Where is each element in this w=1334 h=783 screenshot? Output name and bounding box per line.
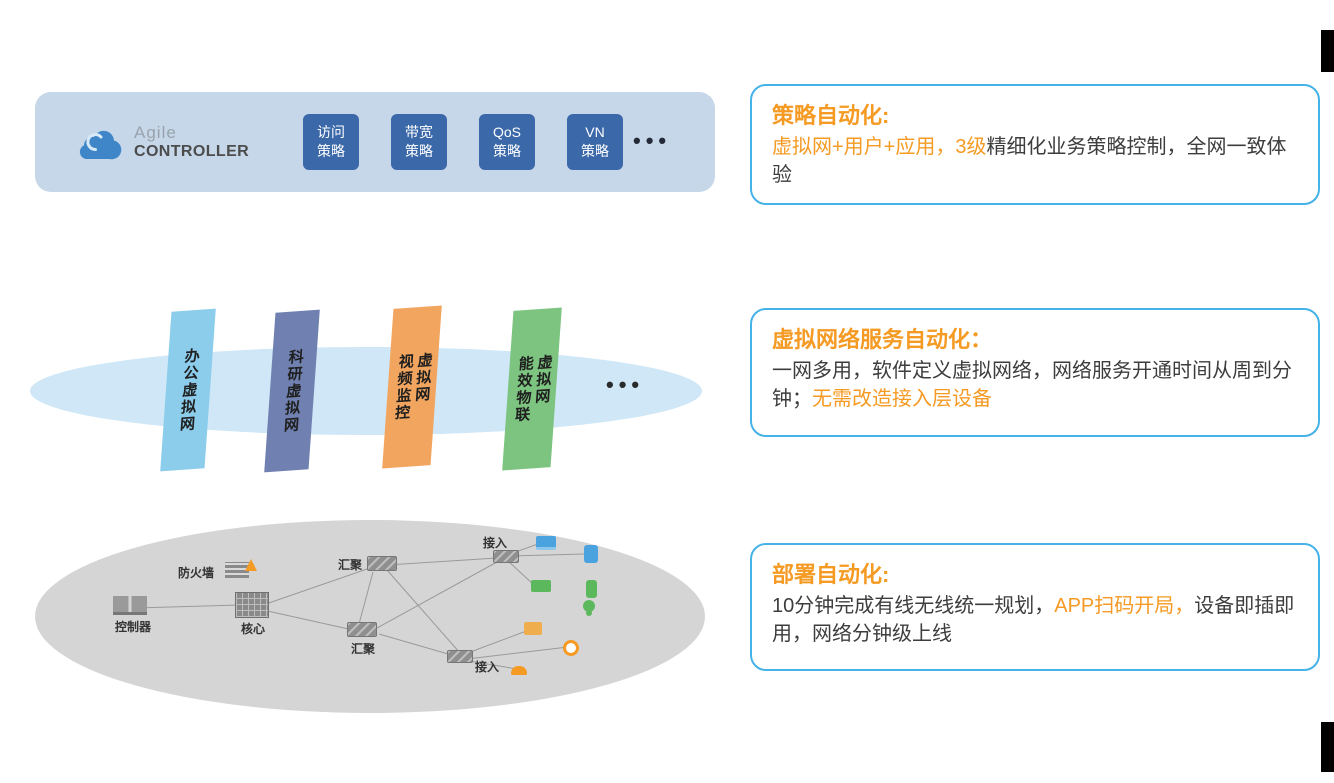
vn-panel-label: 科研虚拟网 <box>280 347 305 434</box>
chip-line: QoS <box>492 124 521 141</box>
controller-icon <box>113 596 147 615</box>
firewall-icon <box>225 559 257 578</box>
vn-label-column: 虚拟网 <box>412 351 434 404</box>
callout-deployment-automation: 部署自动化: 10分钟完成有线无线统一规划，APP扫码开局，设备即插即用，网络分… <box>750 543 1320 671</box>
chip-line: 策略 <box>493 143 521 159</box>
ring-device-icon <box>563 640 579 656</box>
chip-line: 策略 <box>317 143 345 159</box>
chip-line: VN <box>585 124 605 141</box>
switch-icon <box>367 556 397 571</box>
controller-label: 控制器 <box>115 620 152 634</box>
vn-ellipsis: ••• <box>606 372 645 397</box>
callout-title: 虚拟网络服务自动化： <box>772 327 993 352</box>
agg-top-label: 汇聚 <box>338 558 363 572</box>
callout-body: 虚拟网+用户+应用，3级精细化业务策略控制，全网一致体验 <box>772 133 1298 190</box>
tablet-icon <box>584 545 598 563</box>
policy-chip-vn: VN 策略 <box>567 114 623 170</box>
core-label: 核心 <box>241 622 266 636</box>
body-text: 设备即插即用，网络分钟级上线 <box>772 595 1295 646</box>
callout-policy-automation: 策略自动化: 虚拟网+用户+应用，3级精细化业务策略控制，全网一致体验 <box>750 84 1320 205</box>
policy-chip-row: 访问 策略 带宽 策略 QoS 策略 VN 策略 <box>303 114 623 170</box>
switch-icon <box>493 550 519 563</box>
virtual-network-ellipse <box>30 347 702 435</box>
vn-panel-label: 能效物联 虚拟网 <box>511 353 554 424</box>
laptop-icon <box>536 536 556 550</box>
access-top-label: 接入 <box>483 536 508 550</box>
chip-line: 访问 <box>317 124 345 141</box>
logo-controller: CONTROLLER <box>134 143 250 160</box>
controller-banner: Agile CONTROLLER 访问 策略 带宽 策略 QoS 策略 VN 策… <box>35 92 715 192</box>
chip-line: 策略 <box>581 143 609 159</box>
switch-icon <box>347 622 377 637</box>
body-text: 精细化业务策略控制，全网一致体验 <box>772 136 1287 187</box>
logo-text: Agile CONTROLLER <box>134 123 249 161</box>
vn-panel-office: 办公虚拟网 <box>160 308 216 472</box>
topology-links <box>134 543 585 670</box>
highlighted-text: APP扫码开局， <box>1054 595 1195 617</box>
dome-camera-icon <box>511 666 527 675</box>
agg-bottom-label: 汇聚 <box>351 642 376 656</box>
cloud-icon <box>79 130 122 160</box>
vn-panel-video-surveillance: 视频监控 虚拟网 <box>382 305 442 469</box>
policy-chip-qos: QoS 策略 <box>479 114 535 170</box>
chip-line: 策略 <box>405 143 433 159</box>
lightbulb-icon <box>583 600 595 612</box>
core-switch-icon <box>235 592 269 618</box>
banner-ellipsis: ••• <box>633 128 672 153</box>
vn-label-column: 办公虚拟网 <box>177 346 201 433</box>
vn-panel-energy-iot: 能效物联 虚拟网 <box>502 307 562 471</box>
highlighted-text: 虚拟网+用户+应用，3级 <box>772 136 987 158</box>
smartphone-icon <box>586 580 597 598</box>
logo-agile: Agile <box>134 123 177 142</box>
vn-panel-label: 办公虚拟网 <box>176 346 201 433</box>
vn-panel-research: 科研虚拟网 <box>264 309 320 473</box>
vn-panel-label: 视频监控 虚拟网 <box>391 351 434 422</box>
callout-vn-service-automation: 虚拟网络服务自动化： 一网多用，软件定义虚拟网络，网络服务开通时间从周到分钟；无… <box>750 308 1320 437</box>
callout-body: 10分钟完成有线无线统一规划，APP扫码开局，设备即插即用，网络分钟级上线 <box>772 592 1298 649</box>
switch-icon <box>447 650 473 663</box>
flame-icon <box>245 559 257 571</box>
highlighted-text: 无需改造接入层设备 <box>812 388 992 411</box>
body-text: 10分钟完成有线无线统一规划， <box>772 595 1055 617</box>
crop-artifact-bottom <box>1321 722 1334 772</box>
callout-body: 一网多用，软件定义虚拟网络，网络服务开通时间从周到分钟；无需改造接入层设备 <box>772 357 1298 414</box>
callout-title: 策略自动化: <box>772 103 890 128</box>
body-text: 一网多用，软件定义虚拟网络，网络服务开通时间从周到分钟； <box>772 360 1292 411</box>
policy-chip-access: 访问 策略 <box>303 114 359 170</box>
crop-artifact-top <box>1321 30 1334 72</box>
agile-controller-logo: Agile CONTROLLER <box>73 114 249 170</box>
camera-icon <box>531 580 551 592</box>
policy-chip-bandwidth: 带宽 策略 <box>391 114 447 170</box>
firewall-label: 防火墙 <box>178 566 215 580</box>
campus-network-topology: 防火墙 控制器 核心 汇聚 汇聚 接入 接入 <box>35 520 705 713</box>
access-bottom-label: 接入 <box>475 660 500 674</box>
callout-title: 部署自动化: <box>772 562 890 587</box>
printer-icon <box>524 622 542 635</box>
vn-label-column: 科研虚拟网 <box>281 347 305 434</box>
vn-label-column: 虚拟网 <box>532 353 554 406</box>
chip-line: 带宽 <box>405 124 433 141</box>
